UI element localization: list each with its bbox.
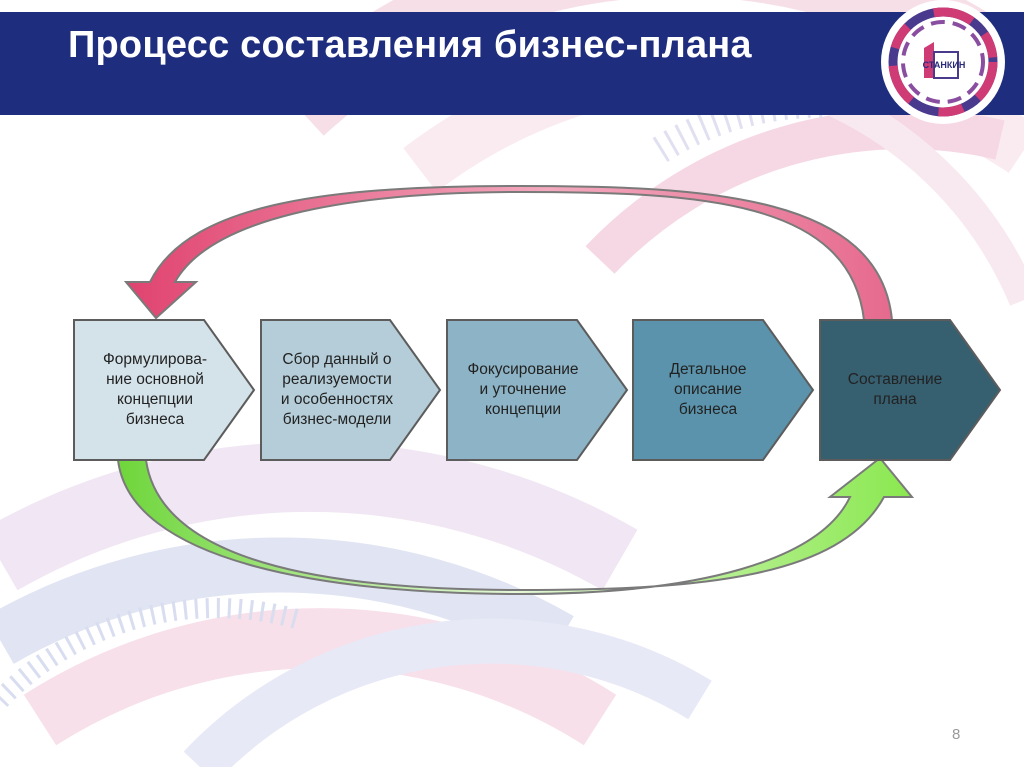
step-2-line-2: реализуемости (282, 371, 392, 388)
header-bar (0, 12, 1024, 115)
step-2-label: Сбор данный о реализуемости и особенност… (262, 350, 412, 430)
step-5-label: Составление плана (820, 370, 970, 410)
step-2-line-1: Сбор данный о (282, 351, 392, 368)
step-1-line-3: концепции (116, 391, 194, 408)
step-2-line-3: и особенностях (280, 391, 394, 408)
logo-building-icon (924, 42, 934, 78)
step-5-line-2: плана (873, 391, 917, 408)
step-1-line-4: бизнеса (125, 411, 185, 428)
step-4-label: Детальное описание бизнеса (633, 360, 783, 420)
step-3-label: Фокусирование и уточнение концепции (448, 360, 598, 420)
loop-arrow-top (123, 184, 894, 321)
page-number: 8 (952, 726, 961, 743)
step-3-line-3: концепции (484, 401, 562, 418)
step-chevron-2 (260, 319, 442, 461)
step-3-line-1: Фокусирование (467, 361, 579, 378)
loop-arrow-bottom (116, 456, 915, 596)
step-4-line-1: Детальное (669, 361, 747, 378)
step-chevron-4 (632, 319, 815, 461)
logo-text: СТАНКИН (923, 60, 966, 70)
step-chevron-3 (446, 319, 629, 461)
step-3-line-2: и уточнение (479, 381, 567, 398)
step-5-line-1: Составление (847, 371, 943, 388)
step-chevron-1 (73, 319, 256, 461)
step-1-label: Формулирова- ние основной концепции бизн… (80, 350, 230, 430)
slide-title: Процесс составления бизнес-плана (68, 24, 752, 66)
step-1-line-2: ние основной (106, 371, 204, 388)
stankin-logo: СТАНКИН (868, 0, 1018, 150)
step-2-line-4: бизнес-модели (282, 411, 392, 428)
step-chevron-5 (819, 319, 1002, 461)
step-4-line-2: описание (674, 381, 742, 398)
step-4-line-3: бизнеса (678, 401, 738, 418)
step-1-line-1: Формулирова- (102, 351, 208, 368)
